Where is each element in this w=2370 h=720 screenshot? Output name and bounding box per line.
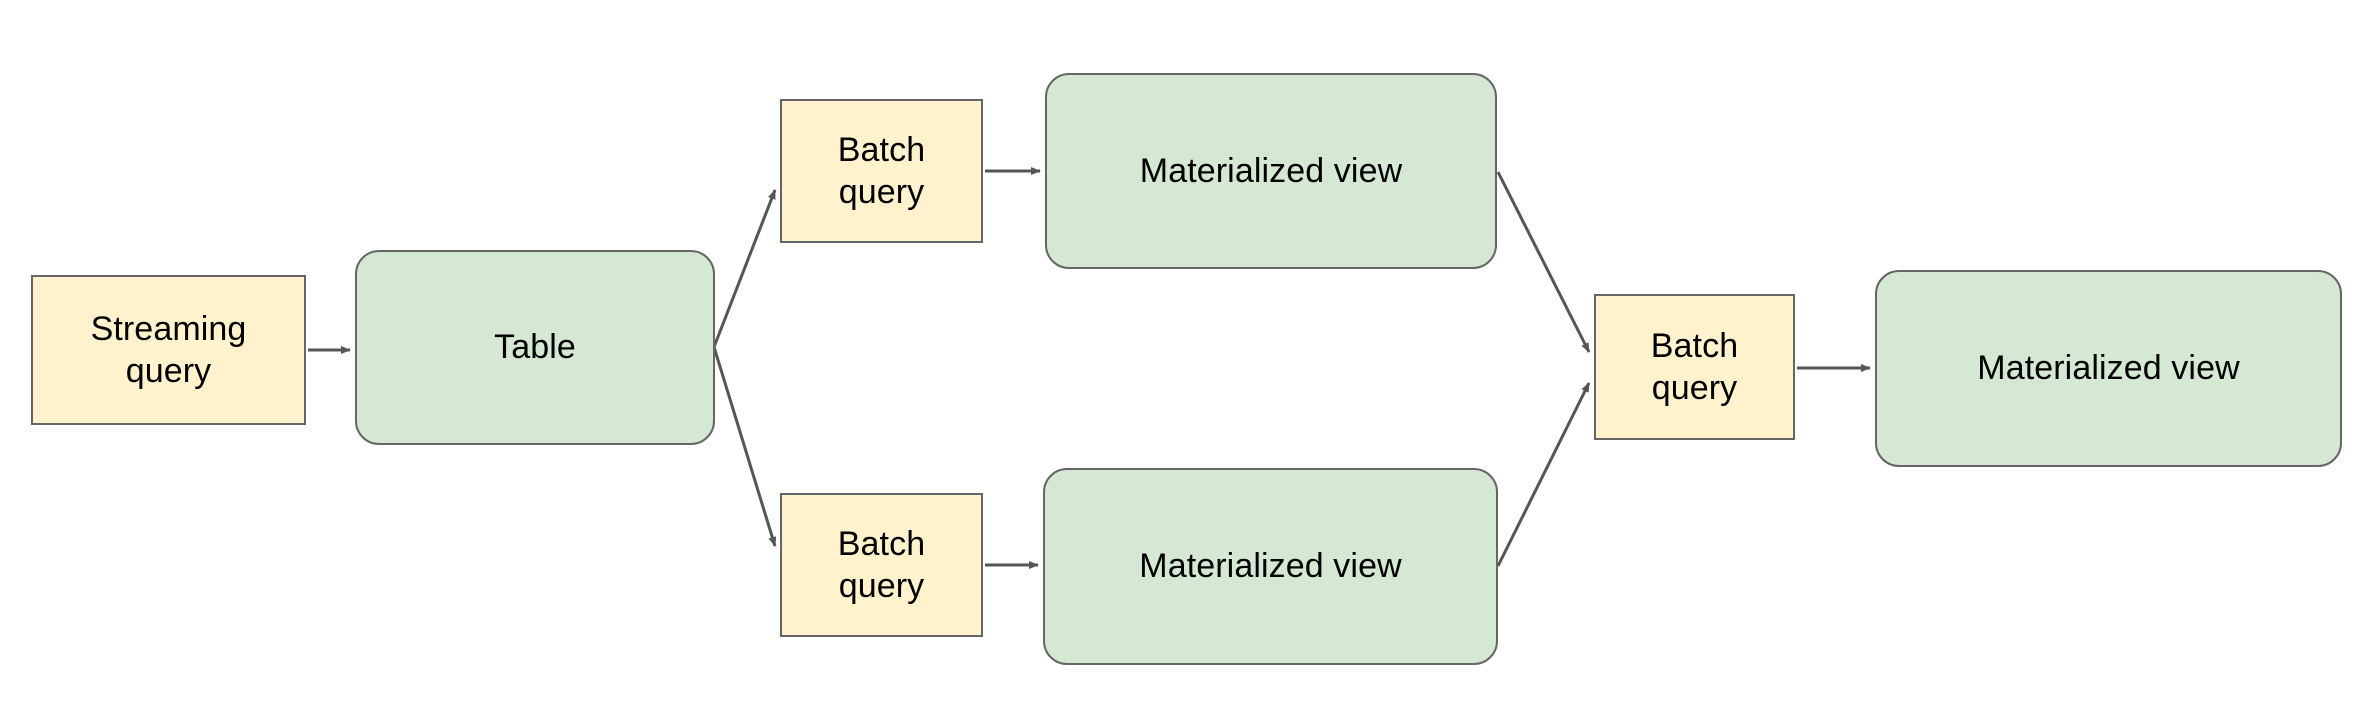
node-table[interactable]: Table [355, 250, 715, 445]
node-materialized-view-bottom[interactable]: Materialized view [1043, 468, 1498, 665]
node-label-batch-query-bottom: Batch query [837, 524, 926, 606]
edge-materialized-view-top-to-batch-query-merge [1496, 171, 1591, 353]
node-label-batch-query-top: Batch query [837, 130, 926, 212]
node-label-materialized-view-top: Materialized view [1139, 151, 1403, 190]
node-label-batch-query-merge: Batch query [1650, 326, 1739, 408]
edge-materialized-view-bottom-to-batch-query-merge [1496, 382, 1591, 567]
node-materialized-view-final[interactable]: Materialized view [1875, 270, 2342, 467]
node-batch-query-top[interactable]: Batch query [780, 99, 983, 243]
node-label-materialized-view-bottom: Materialized view [1139, 547, 1402, 586]
node-label-table: Table [494, 328, 576, 367]
node-materialized-view-top[interactable]: Materialized view [1045, 73, 1497, 269]
node-batch-query-merge[interactable]: Batch query [1594, 294, 1795, 440]
edge-table-to-batch-query-top [712, 189, 777, 348]
node-streaming-query[interactable]: Streaming query [31, 275, 306, 425]
node-batch-query-bottom[interactable]: Batch query [780, 493, 983, 637]
node-label-streaming-query: Streaming query [90, 309, 247, 391]
edge-table-to-batch-query-bottom [712, 346, 777, 547]
node-label-materialized-view-final: Materialized view [1977, 349, 2240, 388]
